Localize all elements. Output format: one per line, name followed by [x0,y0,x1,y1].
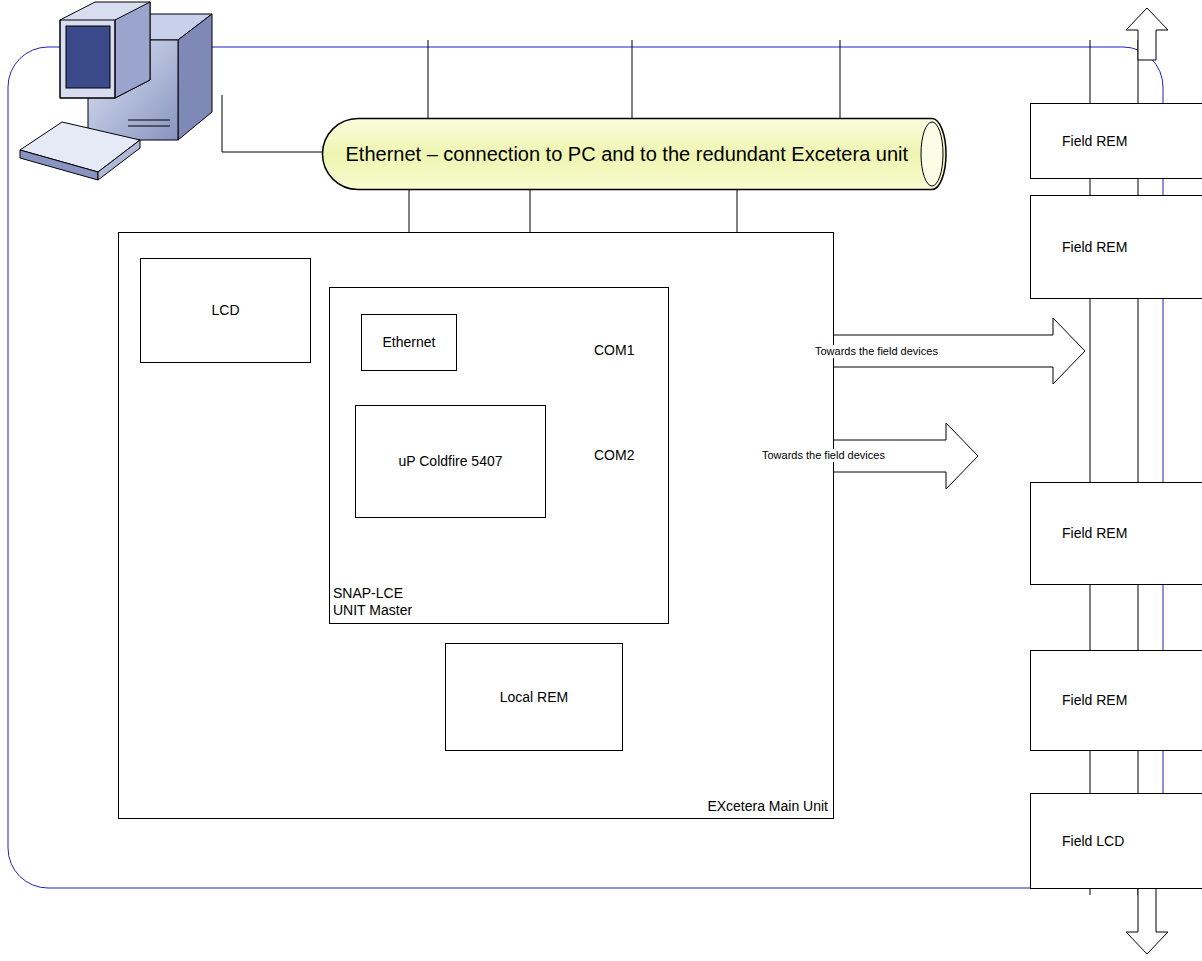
node-label: Ethernet – connection to PC and to the r… [345,142,908,167]
node-label: Ethernet [383,334,436,351]
field-rem-box: Field REM [1030,650,1202,751]
field-rem-box: Field REM [1030,103,1202,179]
ethernet-band: Ethernet – connection to PC and to the r… [322,118,946,190]
node-label: Field REM [1062,525,1127,542]
node-label: SNAP-LCE UNIT Master [333,585,425,619]
node-label: LCD [211,302,239,319]
system-outline [8,47,1163,888]
node-label: Field REM [1062,133,1127,150]
cpu-box: uP Coldfire 5407 [355,405,546,518]
arrow-label: Towards the field devices [760,449,887,462]
ethernet-box: Ethernet [361,314,457,371]
ethernet-drop [840,40,841,118]
main-unit-box: EXcetera Main Unit LCD SNAP-LCE UNIT Maste… [118,232,834,819]
port-label: COM1 [592,342,636,359]
node-label: EXcetera Main Unit [707,798,828,815]
node-label: Field LCD [1062,833,1124,850]
field-rem-box: Field REM [1030,482,1202,585]
field-lcd-box: Field LCD [1030,793,1202,889]
pc-icon [20,2,212,180]
bus-arrow-up [1126,8,1168,60]
pc-cable [222,95,324,152]
node-label: uP Coldfire 5407 [398,453,502,470]
port-label: COM2 [592,447,636,464]
local-rem-box: Local REM [445,643,623,751]
field-rem-box: Field REM [1030,195,1202,299]
arrow-label: Towards the field devices [813,345,940,358]
node-label: Local REM [500,689,568,706]
ethernet-drop [428,40,429,118]
bus-arrow-down [1126,880,1168,954]
ethernet-drop [632,40,633,118]
node-label: Field REM [1062,239,1127,256]
node-label: Field REM [1062,692,1127,709]
lcd-box: LCD [140,258,311,363]
